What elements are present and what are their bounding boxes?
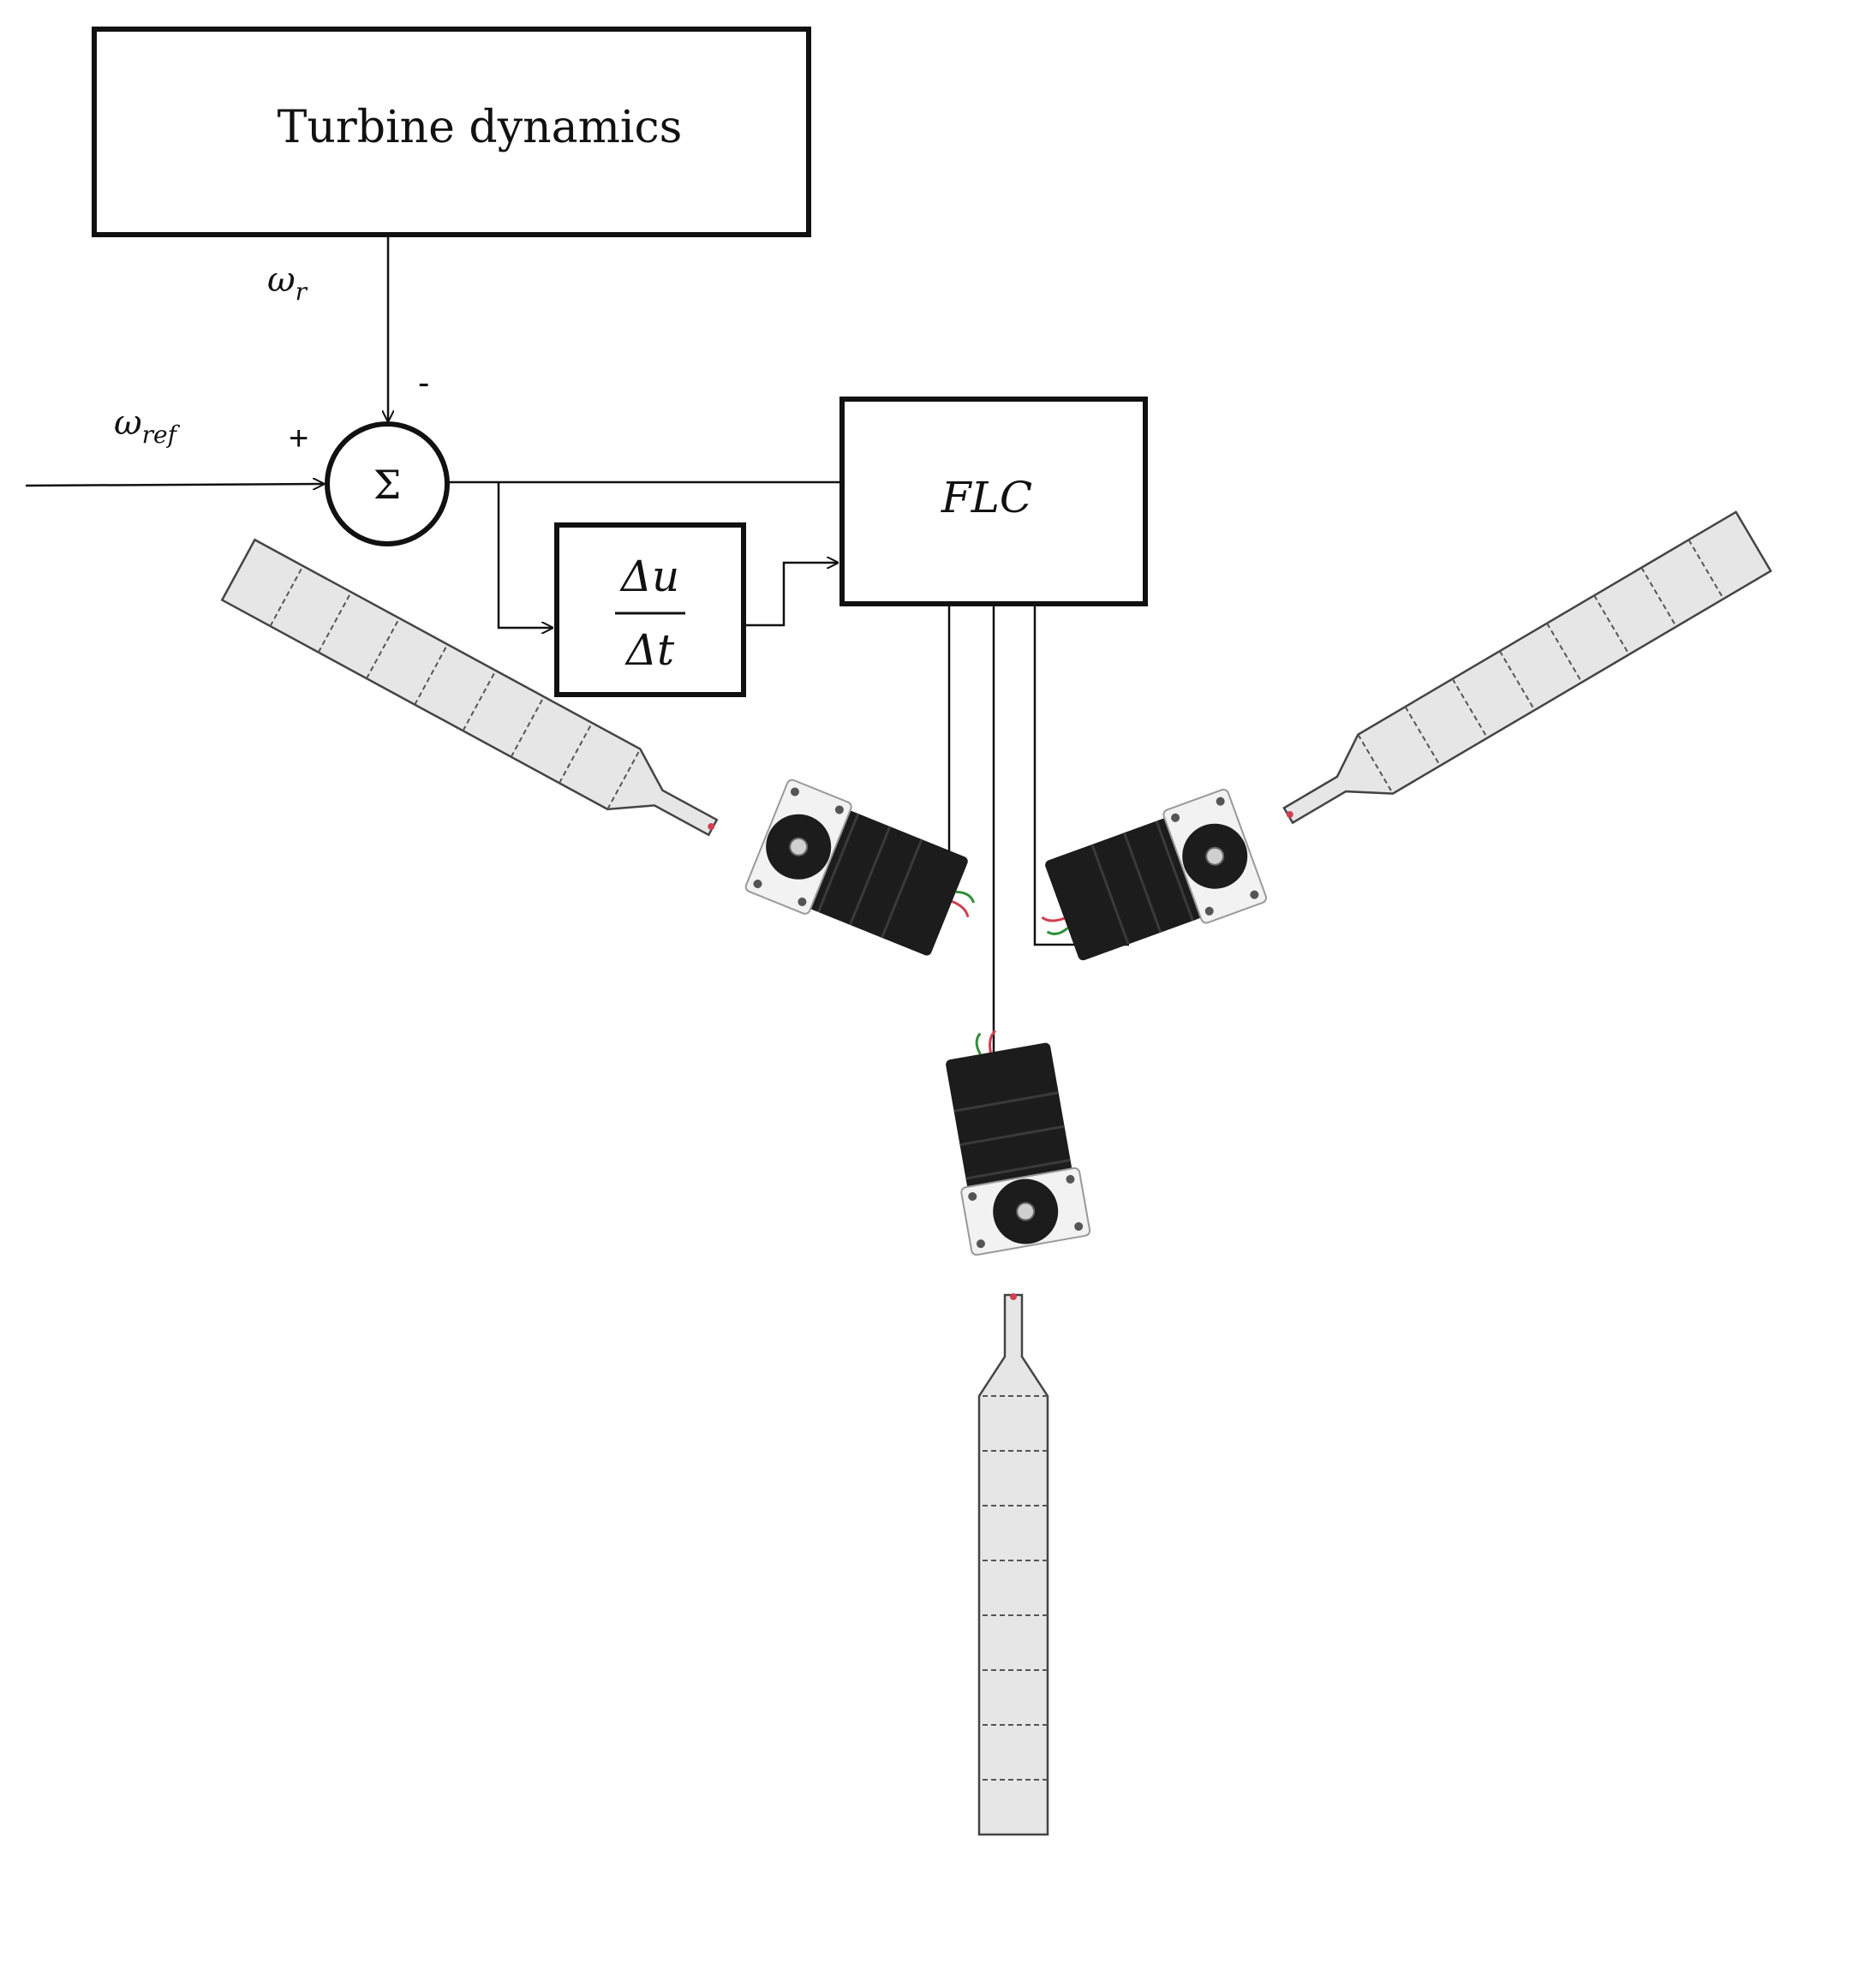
omega-r-symbol: ω xyxy=(267,260,296,300)
omega-ref-label: ωref xyxy=(114,403,181,449)
omega-ref-symbol: ω xyxy=(114,403,142,443)
plus-sign: + xyxy=(289,420,308,457)
delta-t-label: Δt xyxy=(624,625,675,675)
turbine-dynamics-block: Turbine dynamics xyxy=(92,27,811,237)
flc-to-bottom-motor-line xyxy=(965,604,995,1081)
blade-right xyxy=(1268,510,1772,847)
minus-sign: - xyxy=(418,364,429,402)
omega-r-label: ωr xyxy=(267,260,308,306)
sigma-symbol: Σ xyxy=(373,462,402,508)
delta-u-label: Δu xyxy=(619,552,679,601)
flc-label: FLC xyxy=(941,473,1032,522)
omega-ref-subscript: ref xyxy=(142,421,181,449)
flc-to-left-motor-line xyxy=(918,604,951,860)
stepper-motor-left xyxy=(743,777,993,973)
reference-signal-line xyxy=(25,484,324,486)
error-to-derivative-line xyxy=(497,482,553,628)
omega-r-subscript: r xyxy=(296,277,308,306)
derivative-to-flc-line xyxy=(744,563,838,627)
turbine-dynamics-label: Turbine dynamics xyxy=(278,102,683,153)
stepper-motor-bottom xyxy=(933,1019,1092,1257)
blade-bottom xyxy=(977,1292,1049,1836)
summing-junction: Σ xyxy=(325,421,450,546)
derivative-block: Δu Δt xyxy=(554,522,746,697)
stepper-motor-right xyxy=(1020,786,1270,977)
flc-block: FLC xyxy=(839,397,1148,606)
